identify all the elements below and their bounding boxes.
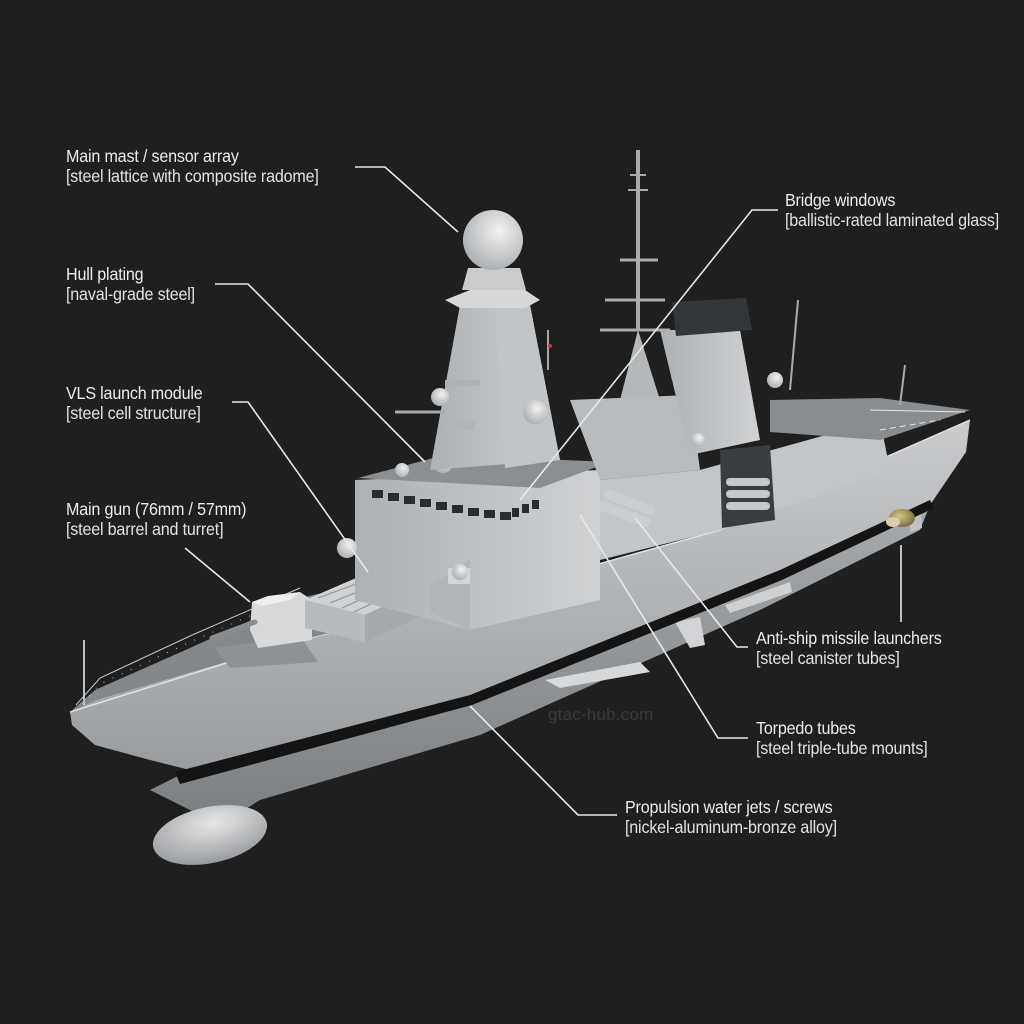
callout-title: Main gun (76mm / 57mm) bbox=[66, 499, 247, 519]
callout-vls: VLS launch module [steel cell structure] bbox=[66, 383, 203, 423]
main-mast-tower bbox=[395, 210, 560, 470]
callout-title: Propulsion water jets / screws bbox=[625, 797, 833, 817]
callout-material: [ballistic-rated laminated glass] bbox=[785, 210, 1000, 230]
callout-propulsion: Propulsion water jets / screws [nickel-a… bbox=[625, 797, 837, 837]
callout-title: Main mast / sensor array bbox=[66, 146, 239, 166]
callout-title: Bridge windows bbox=[785, 190, 896, 210]
callout-main-mast: Main mast / sensor array [steel lattice … bbox=[66, 146, 319, 186]
forward-superstructure bbox=[337, 453, 610, 630]
callout-material: [nickel-aluminum-bronze alloy] bbox=[625, 817, 837, 837]
callout-material: [steel canister tubes] bbox=[756, 648, 900, 668]
callout-main-gun: Main gun (76mm / 57mm) [steel barrel and… bbox=[66, 499, 246, 539]
callout-anti-ship-missiles: Anti-ship missile launchers [steel canis… bbox=[756, 628, 942, 668]
callout-bridge-windows: Bridge windows [ballistic-rated laminate… bbox=[785, 190, 999, 230]
callout-material: [naval-grade steel] bbox=[66, 284, 195, 304]
callout-hull-plating: Hull plating [naval-grade steel] bbox=[66, 264, 195, 304]
callout-material: [steel cell structure] bbox=[66, 403, 201, 423]
callout-title: VLS launch module bbox=[66, 383, 203, 403]
callout-title: Hull plating bbox=[66, 264, 144, 284]
watermark: gtac-hub.com bbox=[548, 705, 654, 724]
callout-material: [steel barrel and turret] bbox=[66, 519, 224, 539]
propeller bbox=[886, 509, 915, 527]
main-gun-turret bbox=[209, 592, 318, 668]
callout-title: Torpedo tubes bbox=[756, 718, 856, 738]
callout-material: [steel triple-tube mounts] bbox=[756, 738, 928, 758]
callout-title: Anti-ship missile launchers bbox=[756, 628, 942, 648]
callout-material: [steel lattice with composite radome] bbox=[66, 166, 319, 186]
callout-torpedo-tubes: Torpedo tubes [steel triple-tube mounts] bbox=[756, 718, 928, 758]
aft-mast bbox=[600, 150, 670, 400]
